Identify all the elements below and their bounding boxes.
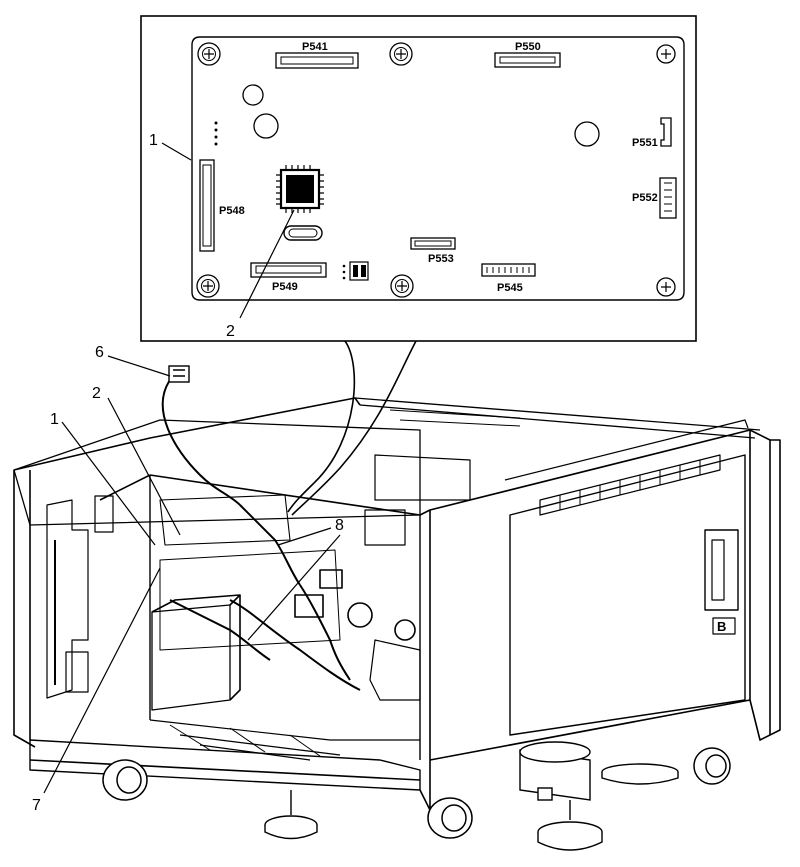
connector-p541 bbox=[275, 52, 359, 69]
callout-2-inset: 2 bbox=[226, 323, 235, 340]
connector-p551 bbox=[660, 117, 672, 147]
screw-bottom-middle bbox=[390, 274, 414, 298]
leader-7 bbox=[43, 567, 161, 794]
connector-p545 bbox=[481, 263, 536, 277]
side-label-b: B bbox=[717, 619, 726, 634]
screw-top-middle bbox=[389, 42, 413, 66]
zoom-line-left bbox=[287, 340, 356, 513]
callout-7: 7 bbox=[32, 797, 41, 814]
connector-p541-label: P541 bbox=[302, 41, 328, 53]
screw-top-right bbox=[656, 44, 676, 64]
leveling-foot-rear bbox=[601, 763, 679, 785]
screw-bottom-right bbox=[656, 277, 676, 297]
round-component-1 bbox=[242, 84, 264, 106]
main-ic-chip bbox=[276, 165, 324, 213]
screw-bottom-left bbox=[196, 274, 220, 298]
leader-1-inset bbox=[161, 142, 192, 161]
dip-switch bbox=[342, 261, 369, 281]
round-component-2 bbox=[253, 113, 279, 139]
connector-p548-label: P548 bbox=[219, 205, 245, 217]
connector-p550 bbox=[494, 52, 561, 68]
leveling-foot-left bbox=[264, 790, 318, 840]
callout-1-inset: 1 bbox=[149, 132, 158, 149]
connector-p550-label: P550 bbox=[515, 41, 541, 53]
callout-6: 6 bbox=[95, 344, 104, 361]
screw-top-left bbox=[197, 42, 221, 66]
crystal-oscillator bbox=[283, 225, 323, 241]
leader-1 bbox=[61, 421, 156, 546]
caster-rear-right bbox=[693, 747, 731, 785]
connector-p551-label: P551 bbox=[632, 137, 658, 149]
paper-feeder-unit bbox=[13, 397, 781, 811]
leader-8b bbox=[247, 534, 341, 641]
connector-p549-label: P549 bbox=[272, 281, 298, 293]
leader-6 bbox=[107, 355, 171, 377]
callout-2: 2 bbox=[92, 385, 101, 402]
leader-8a bbox=[277, 527, 332, 546]
callout-1: 1 bbox=[50, 411, 59, 428]
zoom-line-right bbox=[291, 340, 417, 516]
led-indicators bbox=[214, 121, 218, 146]
leader-2 bbox=[107, 397, 181, 536]
wire-harness bbox=[161, 379, 361, 691]
connector-p548 bbox=[199, 159, 215, 252]
connector-p545-label: P545 bbox=[497, 282, 523, 294]
connector-p553-label: P553 bbox=[428, 253, 454, 265]
callout-8: 8 bbox=[335, 517, 344, 534]
caster-front-middle bbox=[427, 797, 473, 839]
connector-p552-label: P552 bbox=[632, 192, 658, 204]
connector-p552 bbox=[659, 177, 677, 219]
pwb-board bbox=[191, 36, 685, 301]
harness-connector-plug bbox=[168, 365, 190, 383]
leveling-foot-right bbox=[519, 741, 603, 851]
connector-p553 bbox=[410, 237, 456, 250]
leader-2-inset bbox=[239, 209, 295, 319]
caster-front-left bbox=[102, 759, 148, 801]
connector-p549 bbox=[250, 262, 327, 278]
round-component-3 bbox=[574, 121, 600, 147]
crystal-inner bbox=[288, 228, 318, 238]
